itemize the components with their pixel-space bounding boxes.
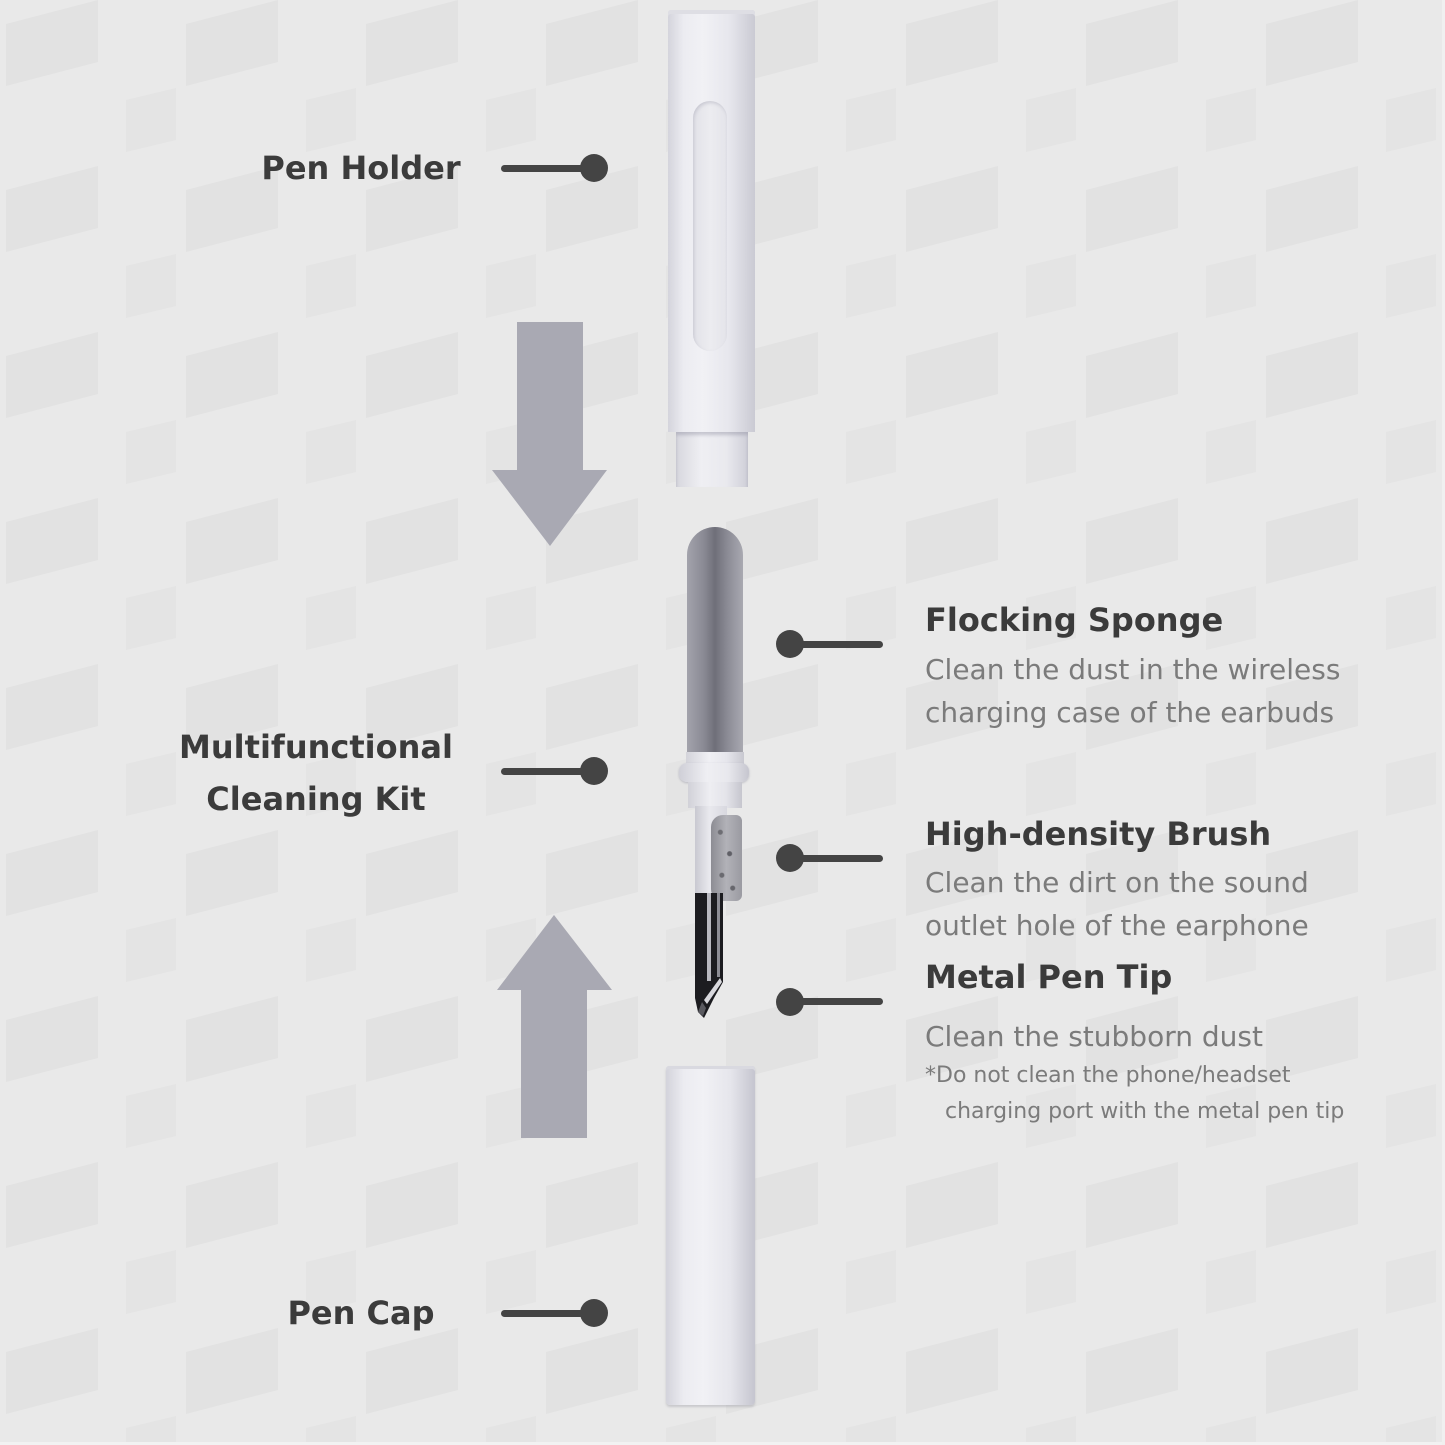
high-density-brush (711, 815, 742, 901)
flocking-sponge (687, 527, 743, 759)
arrow-down-icon (492, 322, 607, 546)
connector-dot-icon (580, 1299, 608, 1327)
kit-collar-ring (679, 763, 749, 782)
connector-line-pen-cap (501, 1310, 593, 1317)
connector-dot-icon (580, 154, 608, 182)
feature-warning-note: *Do not clean the phone/headset charging… (925, 1058, 1344, 1130)
feature-note-line: charging port with the metal pen tip (945, 1099, 1345, 1124)
connector-line-cleaning-kit (501, 768, 593, 775)
pen-holder-window (693, 101, 727, 351)
pen-cap (666, 1066, 755, 1405)
feature-description-line: charging case of the earbuds (925, 696, 1335, 729)
pen-holder-neck (676, 432, 748, 487)
feature-description: Clean the dirt on the sound outlet hole … (925, 861, 1309, 947)
connector-line-high-density-brush (790, 855, 883, 862)
label-cleaning-kit-line-1: Multifunctional (179, 728, 453, 766)
label-pen-holder: Pen Holder (261, 149, 461, 187)
label-cleaning-kit: Multifunctional Cleaning Kit (156, 721, 476, 825)
feature-description-line: Clean the stubborn dust (925, 1020, 1263, 1053)
feature-description-line: outlet hole of the earphone (925, 909, 1309, 942)
feature-title: High-density Brush (925, 815, 1272, 853)
connector-line-metal-pen-tip (790, 998, 883, 1005)
kit-collar-bottom (688, 782, 742, 808)
feature-description-line: Clean the dust in the wireless (925, 653, 1341, 686)
label-pen-cap: Pen Cap (287, 1294, 435, 1332)
feature-title: Metal Pen Tip (925, 958, 1173, 996)
right-border (1442, 0, 1445, 1445)
bottom-border (0, 1442, 1445, 1445)
feature-description: Clean the dust in the wireless charging … (925, 648, 1340, 734)
feature-title: Flocking Sponge (925, 601, 1224, 639)
feature-description: Clean the stubborn dust (925, 1015, 1263, 1058)
feature-note-line: *Do not clean the phone/headset (925, 1063, 1291, 1088)
connector-line-pen-holder (501, 165, 593, 172)
connector-dot-icon (580, 757, 608, 785)
metal-pen-tip (695, 893, 723, 1018)
arrow-up-icon (497, 915, 612, 1138)
connector-line-flocking-sponge (790, 641, 883, 648)
feature-description-line: Clean the dirt on the sound (925, 866, 1309, 899)
label-cleaning-kit-line-2: Cleaning Kit (206, 780, 426, 818)
kit-collar-top (686, 752, 744, 766)
